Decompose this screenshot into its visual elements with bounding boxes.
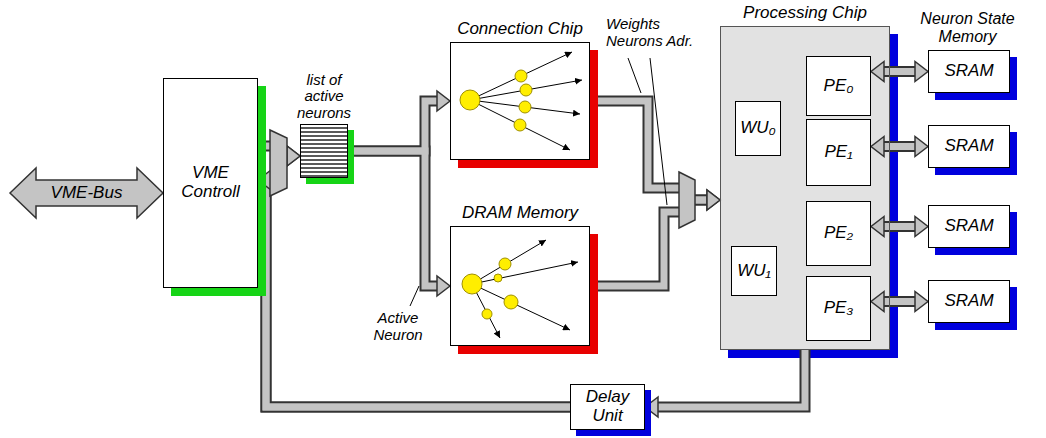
sram-box: SRAM <box>928 280 1010 323</box>
bus-connector <box>348 101 439 151</box>
bus-connector <box>882 141 917 152</box>
arrow-head <box>437 276 450 296</box>
sram-box: SRAM <box>928 205 1010 248</box>
unit-box: WU₁ <box>731 246 777 296</box>
unit-box: WU₀ <box>735 101 781 156</box>
arrow-head <box>287 146 300 166</box>
fanout-arrows <box>470 52 582 150</box>
bus-arrow-outline <box>10 168 163 218</box>
group-label: Neuron State Memory <box>905 10 1030 45</box>
connector-outlines <box>258 72 917 408</box>
arrow-head <box>871 217 884 237</box>
bus-connector <box>882 298 917 305</box>
arrow-head <box>915 137 928 157</box>
box-label: WU₁ <box>737 262 771 281</box>
signal-label: Active Neuron <box>366 310 430 343</box>
box-label: SRAM <box>944 137 993 156</box>
arrow-head <box>915 217 928 237</box>
processor-chip: Processing ChipWU₀WU₁PE₀PE₁PE₂PE₃ <box>720 26 890 350</box>
fanout-arrows <box>472 240 578 338</box>
bus-connector <box>348 151 439 286</box>
pe-box: PE₃ <box>806 276 871 341</box>
bus-arrow: VME-Bus <box>10 168 163 218</box>
box-label: VME Controll <box>164 164 257 201</box>
box-label: PE₃ <box>824 299 853 318</box>
box-heading: DRAM Memory <box>435 204 605 223</box>
sram-box: SRAM <box>928 125 1010 168</box>
bus-connector <box>266 156 570 407</box>
sram-box: SRAM <box>928 50 1010 93</box>
chip-box: Connection Chip <box>450 42 590 160</box>
pe-box: PE₀ <box>806 56 871 116</box>
bus-connector <box>882 296 917 307</box>
bus-connector <box>882 223 917 230</box>
mux-symbol <box>679 172 695 228</box>
bus-connector <box>882 143 917 150</box>
box-label: VME-Bus <box>51 184 123 203</box>
leader-line <box>650 58 667 205</box>
connector-fills <box>258 72 917 408</box>
box-label: PE₂ <box>824 224 853 243</box>
arrow-head <box>437 91 450 111</box>
leader-line <box>628 58 641 93</box>
neuron-circles <box>460 70 532 131</box>
bus-connector <box>266 156 570 407</box>
box-label: Delay Unit <box>571 388 644 425</box>
bus-connector <box>348 151 439 286</box>
box-heading: Connection Chip <box>435 20 605 39</box>
pe-box: PE₂ <box>806 201 871 266</box>
box-heading: list of active neurons <box>292 72 356 122</box>
bus-connector <box>882 66 917 77</box>
arrow-head <box>871 137 884 157</box>
chip-ground <box>450 42 590 160</box>
box-label: SRAM <box>944 292 993 311</box>
mux-symbol <box>270 130 287 196</box>
memory-ground <box>450 226 590 346</box>
bus-connector <box>656 350 805 407</box>
bus-connector <box>348 101 439 151</box>
box-label: SRAM <box>944 217 993 236</box>
box-label: SRAM <box>944 62 993 81</box>
box-label: PE₁ <box>824 143 852 162</box>
arrow-head <box>258 170 271 190</box>
arrow-head <box>287 146 300 166</box>
arrow-head <box>707 190 720 210</box>
leader-line <box>410 286 419 306</box>
box-label: PE₀ <box>824 77 854 96</box>
signal-label: Weights Neurons Adr. <box>606 16 714 49</box>
fifo-queue: list of active neurons <box>300 124 348 178</box>
arrow-head <box>871 62 884 82</box>
memory-box: DRAM Memory <box>450 226 590 346</box>
bus-connector <box>656 350 805 407</box>
arrow-head <box>707 190 720 210</box>
controller-box: VME Controll <box>163 78 258 288</box>
arrow-head <box>645 397 658 417</box>
box-heading: Processing Chip <box>715 4 895 23</box>
arrow-head <box>915 62 928 82</box>
fifo-stripes <box>300 128 348 176</box>
arrow-head <box>871 292 884 312</box>
fifo-ground <box>300 124 348 178</box>
chip-ground <box>720 26 890 350</box>
delay-box: Delay Unit <box>570 384 645 430</box>
bus-connector <box>882 221 917 232</box>
pe-box: PE₁ <box>806 119 871 186</box>
box-label: WU₀ <box>740 119 776 138</box>
neuron-circles <box>462 258 518 319</box>
arrow-head <box>915 292 928 312</box>
bus-connector <box>882 68 917 75</box>
